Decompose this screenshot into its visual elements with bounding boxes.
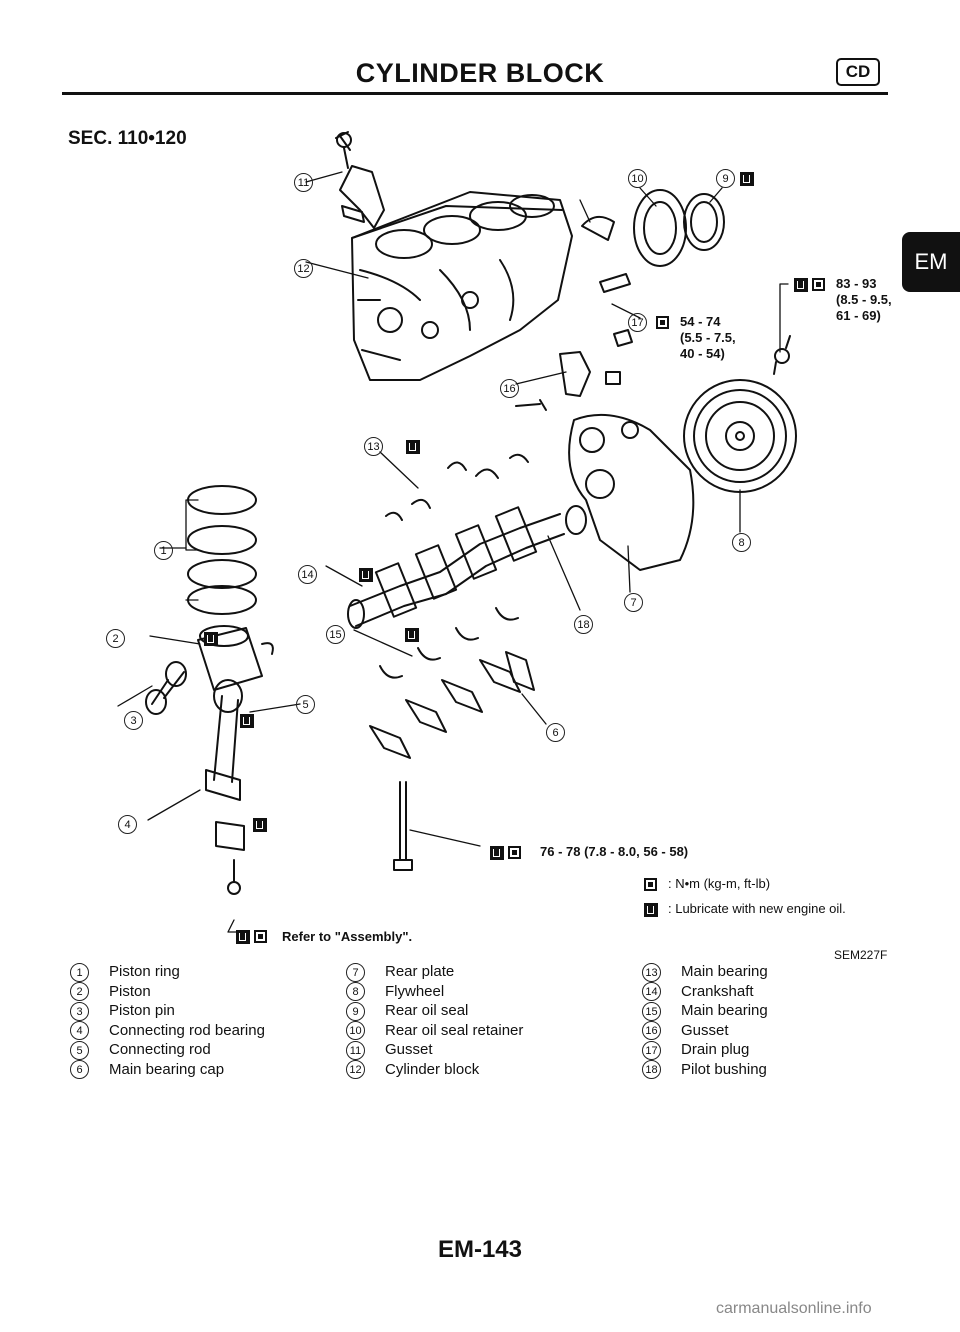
title-rule — [62, 92, 888, 95]
rear-oil-seal-drawing — [683, 193, 725, 251]
drain-plug-torque-icon — [656, 314, 669, 332]
lubricate-icon — [358, 567, 373, 582]
lubricate-icon — [252, 817, 267, 832]
rear-plate-drawing — [568, 413, 695, 571]
page-number: EM-143 — [437, 1236, 523, 1263]
rear-oil-seal-retainer-drawing — [633, 189, 687, 267]
figure-code: SEM227F — [834, 948, 888, 962]
callout-8: 8 — [732, 532, 771, 552]
callout-14: 14 — [298, 564, 337, 584]
pilot-bushing-drawing — [565, 505, 587, 535]
section-tab[interactable]: EM — [902, 232, 960, 292]
callout-3: 3 — [124, 710, 163, 730]
engine-code-badge: CD — [836, 58, 880, 86]
lubricate-icon — [405, 627, 420, 642]
main-cap-torque-icons — [490, 844, 522, 862]
exploded-view-diagram — [117, 131, 797, 933]
torque-legend: : N•m (kg-m, ft-lb) — [668, 876, 771, 891]
callout-6: 6 — [546, 722, 585, 742]
flywheel-torque-spec: 83 - 93 (8.5 - 9.5, 61 - 69) — [836, 276, 892, 323]
callout-17: 17 — [628, 312, 667, 332]
callout-9: 9 — [716, 168, 755, 188]
cylinder-block-drawing — [351, 191, 573, 381]
main-bearing-cap-drawing — [369, 651, 535, 759]
lubricate-legend: : Lubricate with new engine oil. — [668, 901, 846, 916]
callout-18: 18 — [574, 614, 613, 634]
gusset-16-drawing — [559, 351, 591, 397]
callout-10: 10 — [628, 168, 667, 188]
rod-nut-torque-spec: Refer to "Assembly". — [282, 929, 413, 944]
connecting-rod-drawing — [213, 695, 239, 783]
lubricate-icon — [406, 439, 421, 454]
torque-legend-icon — [644, 876, 657, 894]
callout-16: 16 — [500, 378, 539, 398]
callout-11: 11 — [294, 172, 333, 192]
gusset-11-drawing — [339, 165, 385, 229]
page-title: CYLINDER BLOCK — [355, 58, 605, 88]
callout-7: 7 — [624, 592, 663, 612]
lubricate-icon — [240, 713, 255, 728]
section-reference: SEC. 110•120 — [68, 128, 187, 149]
callout-4: 4 — [118, 814, 157, 834]
callout-15: 15 — [326, 624, 365, 644]
callout-1: 1 — [154, 540, 193, 560]
piston-drawing — [197, 627, 263, 691]
drain-plug-drawing — [599, 273, 631, 293]
lubricate-icon — [203, 631, 218, 646]
lubricate-legend-icon — [644, 901, 658, 919]
piston-pin-drawing — [165, 661, 187, 687]
flywheel-torque-icons — [794, 276, 826, 294]
rod-bearing-drawing — [215, 821, 245, 851]
crankshaft-drawing — [347, 506, 565, 629]
drain-plug-torque-spec: 54 - 74 (5.5 - 7.5, 40 - 54) — [680, 314, 736, 361]
main-cap-torque-spec: 76 - 78 (7.8 - 8.0, 56 - 58) — [540, 844, 689, 859]
watermark[interactable]: carmanualsonline.info — [716, 1300, 872, 1317]
rod-nut-torque-icons — [236, 928, 268, 946]
callout-12: 12 — [294, 258, 333, 278]
main-bearing-lower-drawing — [379, 607, 519, 679]
callout-13: 13 — [364, 436, 403, 456]
callout-2: 2 — [106, 628, 145, 648]
callout-5: 5 — [296, 694, 335, 714]
lubricate-icon — [740, 171, 754, 186]
flywheel-drawing — [683, 379, 797, 493]
main-cap-bolt-drawing — [399, 781, 407, 861]
main-bearing-upper-drawing — [385, 453, 529, 521]
